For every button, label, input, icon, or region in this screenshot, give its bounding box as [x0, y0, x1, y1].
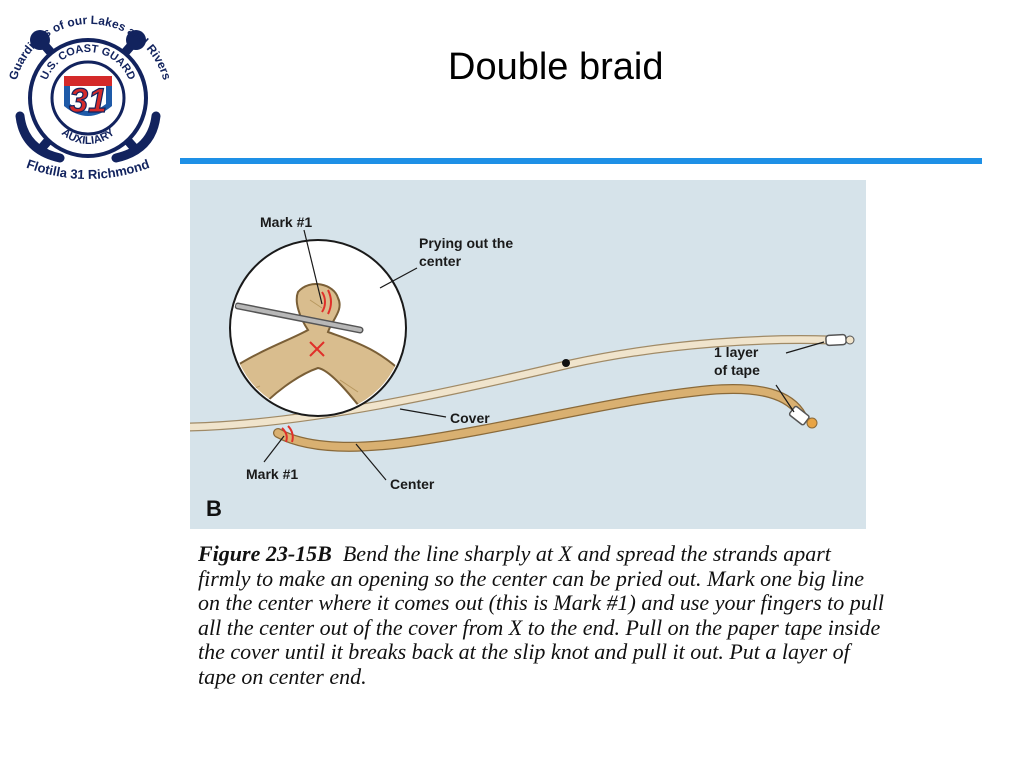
cover-marker-dot: [562, 359, 570, 367]
center-mark: [281, 425, 294, 443]
center-rope: [273, 384, 818, 452]
inset-detail: [229, 239, 407, 417]
caption-text: Bend the line sharply at X and spread th…: [198, 541, 884, 689]
logo-number: 31: [69, 82, 107, 120]
cover-rope: [190, 333, 855, 432]
svg-text:Flotilla 31 Richmond: Flotilla 31 Richmond: [25, 156, 152, 182]
panel-letter: B: [206, 496, 222, 521]
figure-number: Figure 23-15B: [198, 541, 332, 566]
label-tape-line1: 1 layer: [714, 344, 759, 360]
label-prying-line2: center: [419, 253, 462, 269]
x-mark: [309, 341, 325, 357]
label-mark-bottom: Mark #1: [246, 466, 298, 482]
logo-flotilla-name: Flotilla 31 Richmond: [25, 156, 152, 182]
figure-caption: Figure 23-15B Bend the line sharply at X…: [198, 541, 888, 690]
title-divider: [180, 158, 982, 164]
label-cover: Cover: [450, 410, 490, 426]
slide-title: Double braid: [448, 46, 664, 88]
flotilla-logo: 31 U.S. COAST GUARD AUXILIARY Guardians …: [0, 0, 176, 190]
label-prying-line1: Prying out the: [419, 235, 513, 251]
label-tape-line2: of tape: [714, 362, 760, 378]
label-center: Center: [390, 476, 435, 492]
rope-diagram: Mark #1 Prying out the center 1 layer of…: [190, 180, 866, 529]
label-mark-top: Mark #1: [260, 214, 312, 230]
